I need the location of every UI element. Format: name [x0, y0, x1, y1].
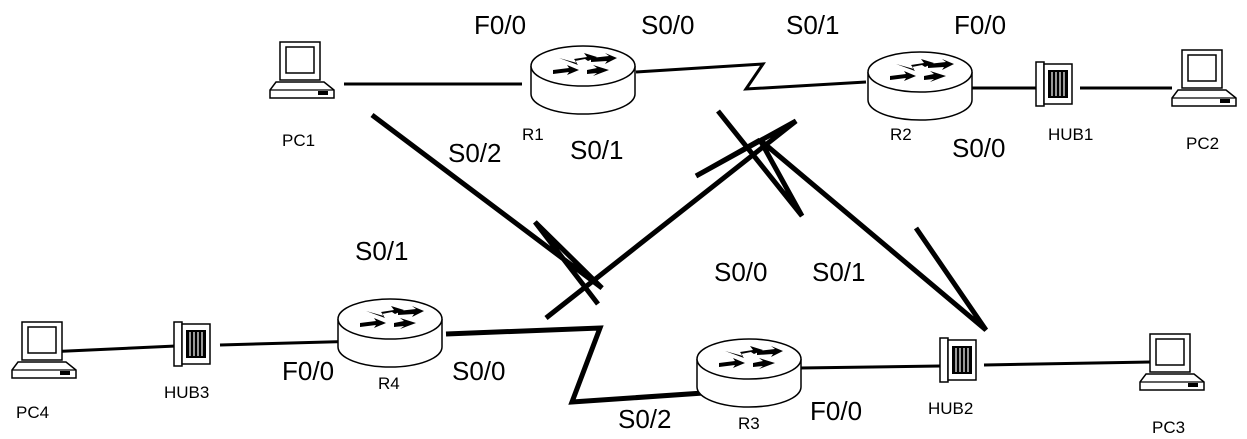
pc-icon: [1171, 49, 1237, 107]
r4-f00-label: F0/0: [282, 356, 334, 386]
router-r1[interactable]: [530, 45, 636, 115]
router-r2[interactable]: [867, 51, 973, 121]
link-hub2-pc3: [983, 360, 1151, 367]
hub-icon: [939, 337, 977, 383]
r2-s00-label: S0/0: [952, 133, 1006, 163]
r4-label: R4: [378, 374, 400, 393]
pc2-label: PC2: [1186, 134, 1219, 153]
link-r1-r2: [635, 62, 867, 91]
hub-hub2[interactable]: [939, 337, 977, 383]
pc-pc3[interactable]: [1139, 333, 1205, 391]
r3-f00-label: F0/0: [810, 396, 862, 426]
r3-s02-label: S0/2: [618, 404, 672, 434]
r3-s00-label: S0/0: [714, 257, 768, 287]
link-r3-hub2-lan: [799, 364, 941, 370]
hub3-label: HUB3: [164, 383, 209, 402]
router-r3[interactable]: [696, 338, 802, 408]
pc-pc1[interactable]: [269, 41, 335, 99]
r3-s01-label: S0/1: [812, 257, 866, 287]
router-icon: [337, 298, 443, 368]
r1-s02-label: S0/2: [448, 138, 502, 168]
hub1-label: HUB1: [1048, 125, 1093, 144]
router-icon: [530, 45, 636, 115]
r1-s00-label: S0/0: [641, 10, 695, 40]
r2-label: R2: [890, 125, 912, 144]
router-r4[interactable]: [337, 298, 443, 368]
pc4-label: PC4: [16, 403, 49, 422]
r4-s00-label: S0/0: [452, 356, 506, 386]
router-icon: [867, 51, 973, 121]
link-r4-r3: [445, 325, 719, 405]
hub-icon: [173, 321, 211, 367]
r2-s01-label: S0/1: [786, 10, 840, 40]
link-pc4-hub3: [45, 344, 177, 354]
links: [45, 62, 1172, 405]
hub-hub1[interactable]: [1035, 61, 1073, 107]
hub2-label: HUB2: [928, 399, 973, 418]
r1-s01-label: S0/1: [570, 135, 624, 165]
pc3-label: PC3: [1152, 418, 1185, 437]
r2-f00-label: F0/0: [954, 10, 1006, 40]
pc-pc2[interactable]: [1171, 49, 1237, 107]
r3-label: R3: [738, 414, 760, 433]
r1-label: R1: [522, 125, 544, 144]
pc-icon: [269, 41, 335, 99]
pc1-label: PC1: [282, 131, 315, 150]
router-icon: [696, 338, 802, 408]
pc-icon: [1139, 333, 1205, 391]
hub-hub3[interactable]: [173, 321, 211, 367]
r4-s01-label: S0/1: [355, 236, 409, 266]
hub-icon: [1035, 61, 1073, 107]
link-r1-r3: [370, 113, 604, 306]
link-r3-hub2: [716, 109, 989, 332]
r1-f00-label: F0/0: [474, 10, 526, 40]
